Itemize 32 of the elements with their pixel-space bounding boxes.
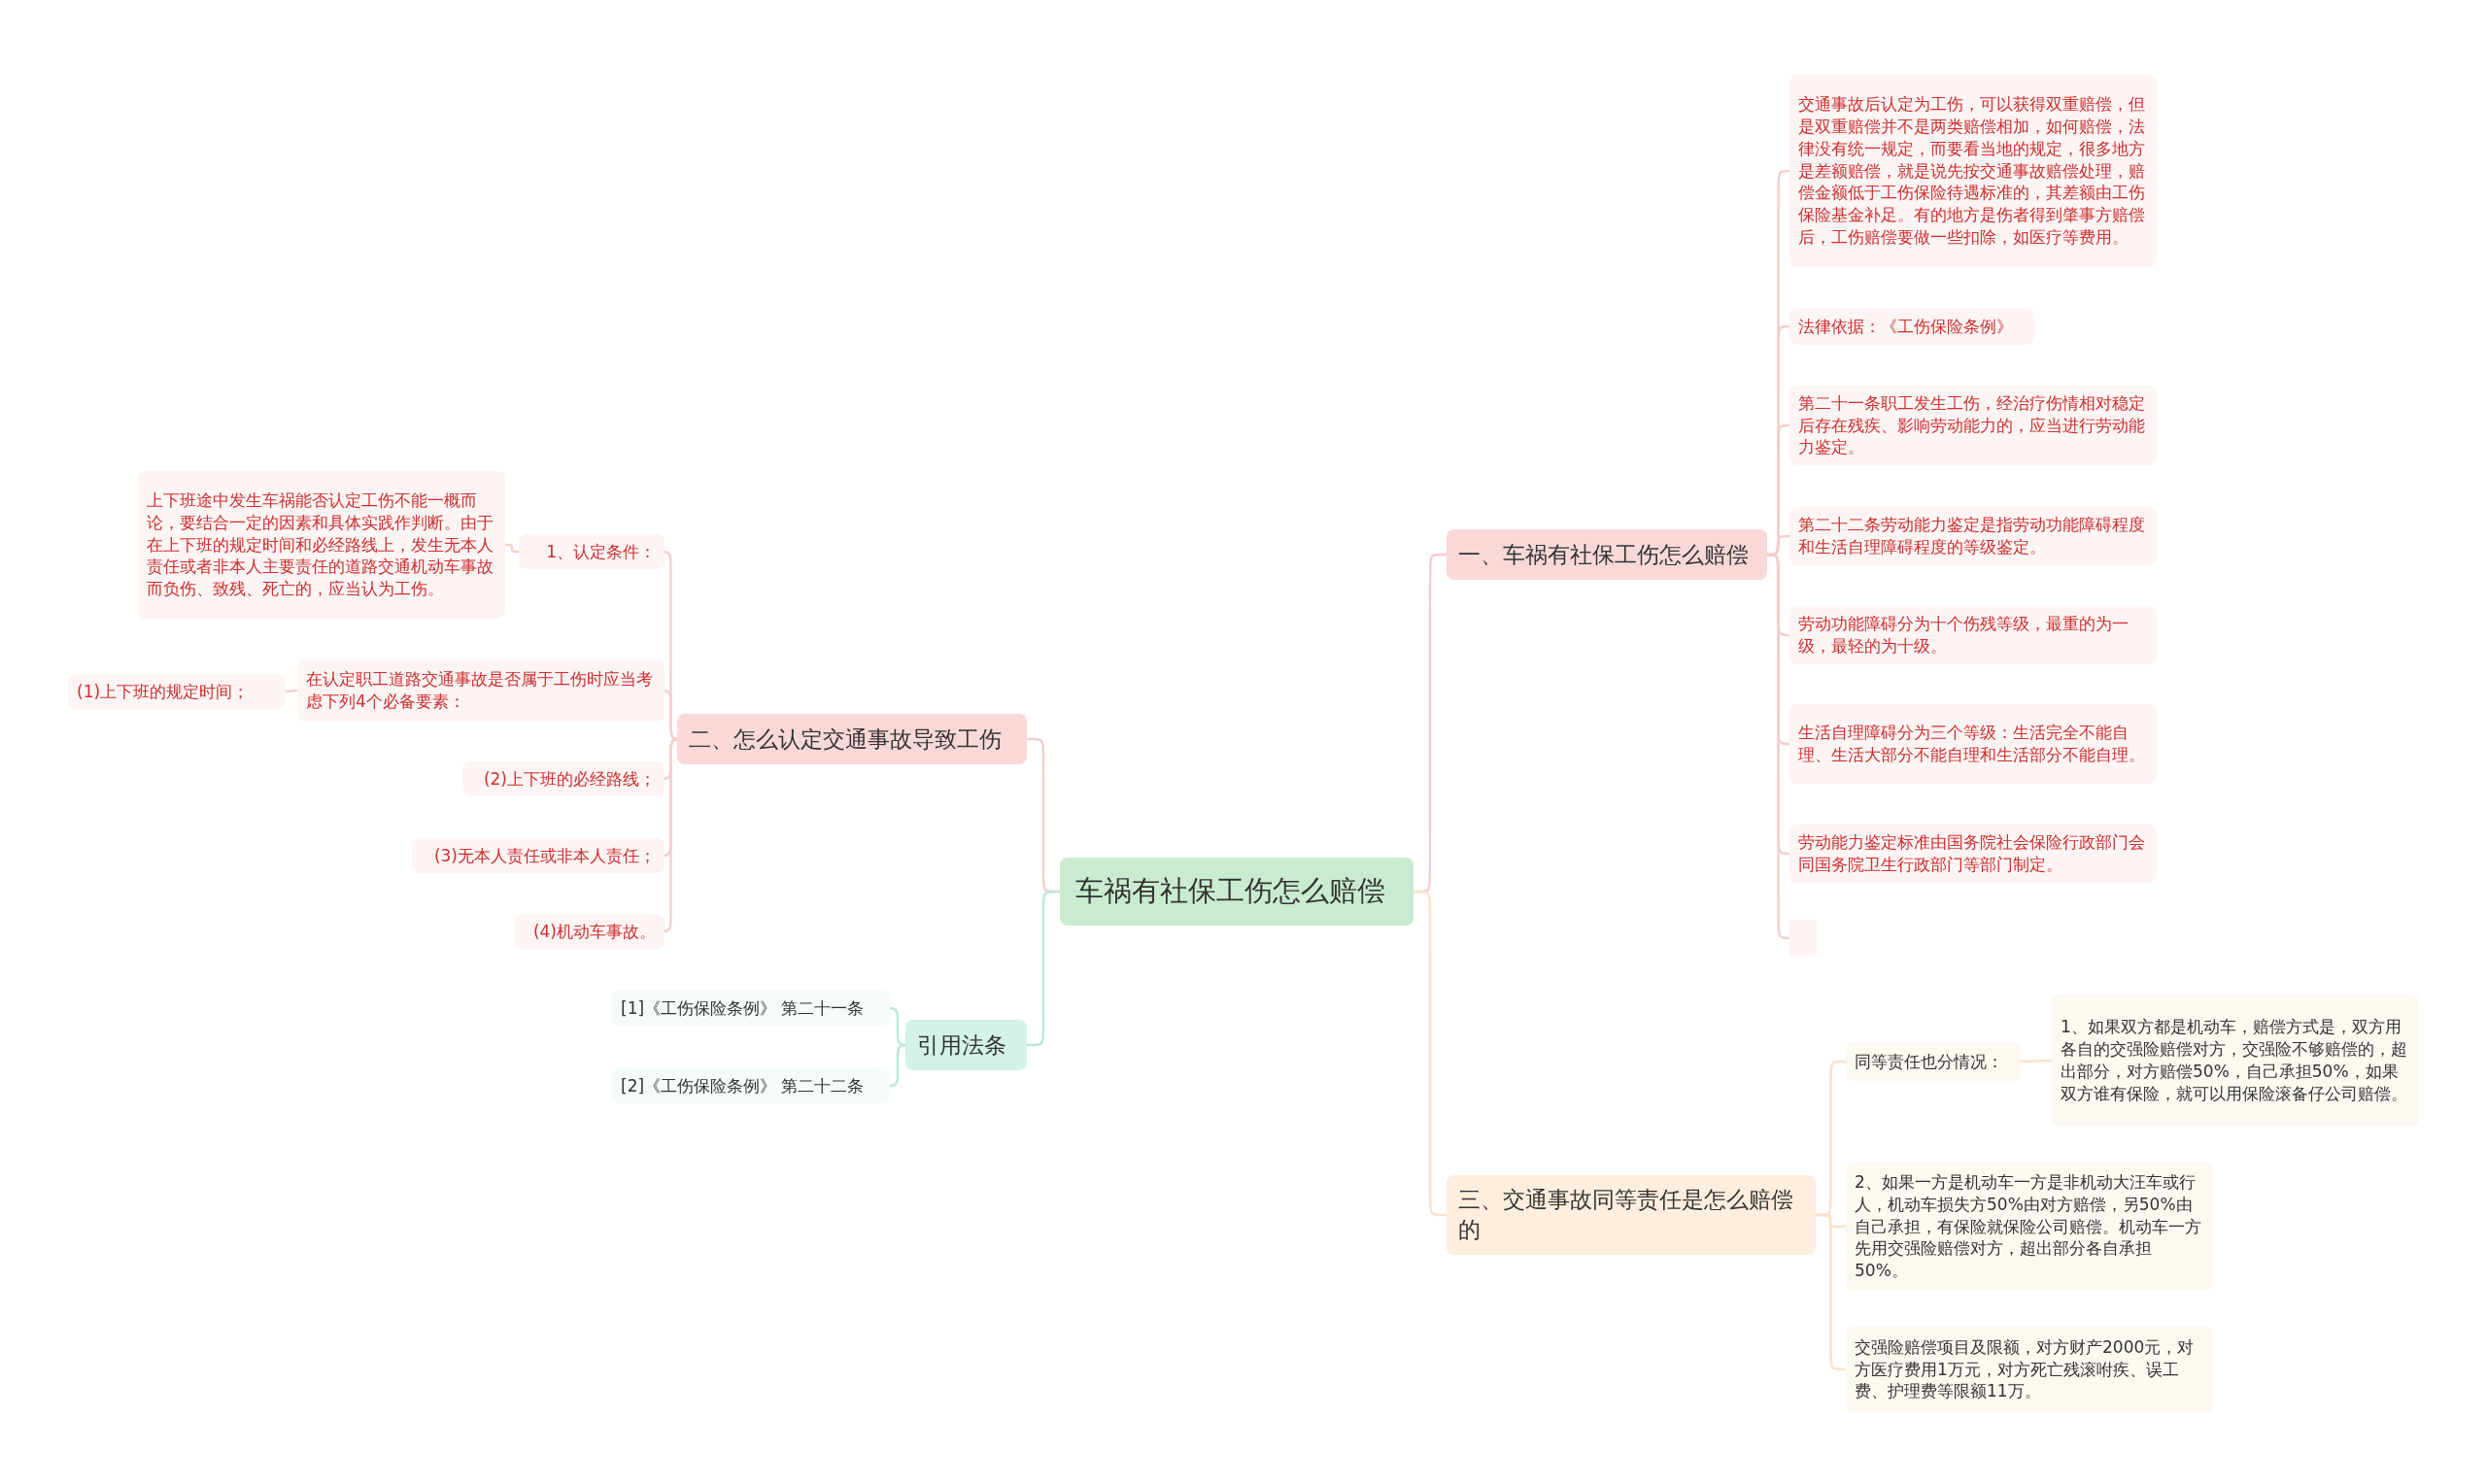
branch-topic: 引用法条 <box>905 1020 1027 1070</box>
detail-note: 2、如果一方是机动车一方是非机动大汪车或行人，机动车损失方50%由对方赔偿，另50%由自己承担，有保险就保险公司赔偿。机动车一方先用交强险赔偿对方，超出部分各自承担50%。 <box>1846 1163 2213 1291</box>
central-topic: 车祸有社保工伤怎么赔偿 <box>1060 858 1414 926</box>
detail-note: 交强险赔偿项目及限额，对方财产2000元，对方医疗费用1万元，对方死亡残滚咐疾、误工费、护理费等限额11万。 <box>1846 1327 2213 1412</box>
detail-note: 生活自理障碍分为三个等级：生活完全不能自理、生活大部分不能自理和生活部分不能自理。 <box>1789 704 2157 784</box>
connector-line <box>504 543 520 554</box>
detail-note: 1、如果双方都是机动车，赔偿方式是，双方用各自的交强险赔偿对方，交强险不够赔偿的，超出部分，对方赔偿50%，自己承担50%，如果双方谁有保险，就可以用保险滚备仔公司赔偿。 <box>2052 995 2419 1127</box>
detail-note: 上下班途中发生车祸能否认定工伤不能一概而论，要结合一定的因素和具体实践作判断。由于在上下班的规定时间和必经路线上，发生无本人责任或者非本人主要责任的道路交通机动车事故而负伤、致残、死亡的，应当认为工伤。 <box>138 471 505 619</box>
detail-note: 交通事故后认定为工伤，可以获得双重赔偿，但是双重赔偿并不是两类赔偿相加，如何赔偿，法律没有统一规定，而要看当地的规定，很多地方是差额赔偿，就是说先按交通事故赔偿处理，赔偿金额低于工伤保险待遇标准的，其差额由工伤保险基金补足。有的地方是伤者得到肇事方赔偿后，工伤赔偿要做一些扣除，如医疗等费用。 <box>1789 75 2157 267</box>
detail-note: 劳动能力鉴定标准由国务院社会保险行政部门会同国务院卫生行政部门等部门制定。 <box>1789 825 2157 883</box>
branch-topic: 二、怎么认定交通事故导致工伤 <box>677 714 1027 764</box>
subtopic: 1、认定条件： <box>519 534 664 569</box>
detail-note: 劳动功能障碍分为十个伤残等级，最重的为一级，最轻的为十级。 <box>1789 606 2157 664</box>
subtopic: (3)无本人责任或非本人责任； <box>412 838 664 873</box>
detail-note: (1)上下班的规定时间； <box>68 674 286 709</box>
detail-note: 第二十一条职工发生工伤，经治疗伤情相对稳定后存在残疾、影响劳动能力的，应当进行劳动能力鉴定。 <box>1789 386 2157 465</box>
empty-topic <box>1789 920 1817 957</box>
branch-topic: 三、交通事故同等责任是怎么赔偿的 <box>1447 1175 1816 1255</box>
detail-note: 第二十二条劳动能力鉴定是指劳动功能障碍程度和生活自理障碍程度的等级鉴定。 <box>1789 507 2157 565</box>
connector-line <box>285 689 298 693</box>
connector-line <box>2020 1059 2053 1063</box>
reference-item: [2]《工伤保险条例》 第二十二条 <box>612 1068 890 1103</box>
connector-line <box>1026 890 1061 1047</box>
detail-note: 法律依据：《工伤保险条例》 <box>1789 308 2034 345</box>
subtopic: 同等责任也分情况： <box>1846 1042 2021 1081</box>
subtopic: 在认定职工道路交通事故是否属于工伤时应当考虑下列4个必备要素： <box>297 659 664 722</box>
connector-line <box>1815 1213 1847 1371</box>
connector-line <box>1413 890 1448 1217</box>
reference-item: [1]《工伤保险条例》 第二十一条 <box>612 991 890 1026</box>
subtopic: (4)机动车事故。 <box>515 914 664 949</box>
branch-topic: 一、车祸有社保工伤怎么赔偿 <box>1447 529 1767 580</box>
subtopic: (2)上下班的必经路线； <box>462 761 664 796</box>
